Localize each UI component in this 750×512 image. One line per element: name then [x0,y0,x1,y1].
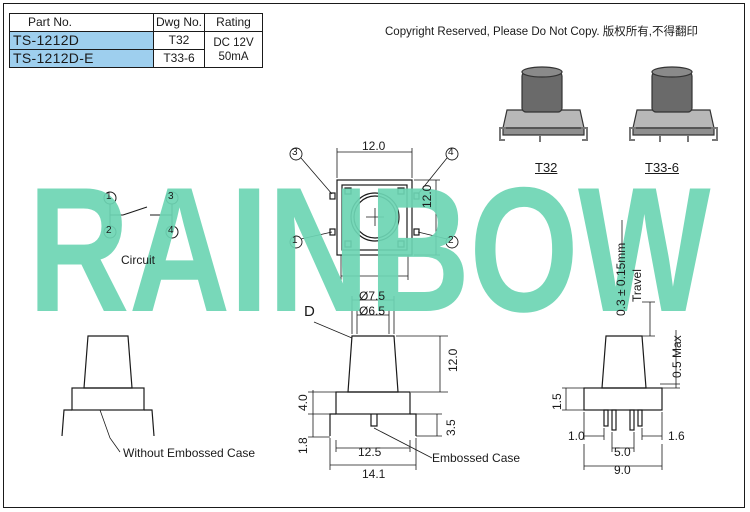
part-number: TS-1212D-E [9,49,154,68]
photo-label-t33-6: T33-6 [645,160,679,175]
circuit-pin-2: 2 [106,225,112,236]
front-height: 12.0 [446,348,460,372]
photo-label-t32: T32 [535,160,558,175]
front-marker-d: D [304,303,315,320]
rating-cell: DC 12V 50mA [204,31,263,68]
drawing-number: T32 [153,31,205,50]
front-lead-height: 1.8 [296,437,310,454]
circuit-pin-3: 3 [168,191,174,202]
drawing-number: T33-6 [153,49,205,68]
rainbow-watermark: RAINBOW [28,150,711,349]
top-pin-3: 3 [292,147,298,158]
circuit-pin-1: 1 [106,191,112,202]
switch-photo-t33-6 [629,66,718,142]
side-w2: 5.0 [614,445,631,459]
top-pin-4: 4 [448,147,454,158]
table-row: TS-1212D T32 DC 12V 50mA [9,31,263,68]
header-dwg-no: Dwg No. [153,13,205,32]
callout-embossed-case: Embossed Case [432,451,521,465]
circuit-pin-4: 4 [168,225,174,236]
side-travel-label: Travel [630,269,644,302]
header-rating: Rating [204,13,263,32]
circuit-symbol [103,191,179,239]
part-number: TS-1212D [9,31,154,50]
spec-table: Part No. Dwg No. Rating TS-1212D T32 DC … [9,13,263,68]
front-view [308,296,448,470]
top-width-dim: 12.0 [362,139,386,153]
circuit-label: Circuit [121,253,156,267]
side-w4: 9.0 [614,463,631,477]
rating-current: 50mA [218,50,249,63]
callout-without-embossed-case: Without Embossed Case [123,446,256,460]
drawing-frame [3,3,745,508]
table-row: TS-1212D-E T33-6 [9,49,263,68]
left-view [61,335,155,453]
front-dia-outer: Ø7.5 [359,289,386,303]
copyright-notice: Copyright Reserved, Please Do Not Copy. … [385,26,698,38]
front-total-width: 14.1 [362,467,386,481]
rating-voltage: DC 12V [213,36,254,49]
top-pin-2: 2 [448,235,454,246]
front-center-dist: 12.5 [358,445,382,459]
top-height-dim: 12.0 [420,184,434,208]
side-w1: 1.0 [568,429,585,443]
top-pin-1: 1 [292,235,298,246]
table-header-row: Part No. Dwg No. Rating [9,13,263,32]
front-dia-inner: Ø6.5 [359,304,386,318]
front-lead-right: 3.5 [444,419,458,436]
front-body-height: 4.0 [296,394,310,411]
switch-photo-t32 [499,66,588,142]
side-travel: 0.3 ± 0.15mm [614,242,628,316]
side-max: 0.5 Max [670,335,684,378]
side-w3: 1.6 [668,429,685,443]
top-view [289,147,459,280]
side-body-height: 1.5 [550,393,564,410]
side-view [562,220,680,470]
